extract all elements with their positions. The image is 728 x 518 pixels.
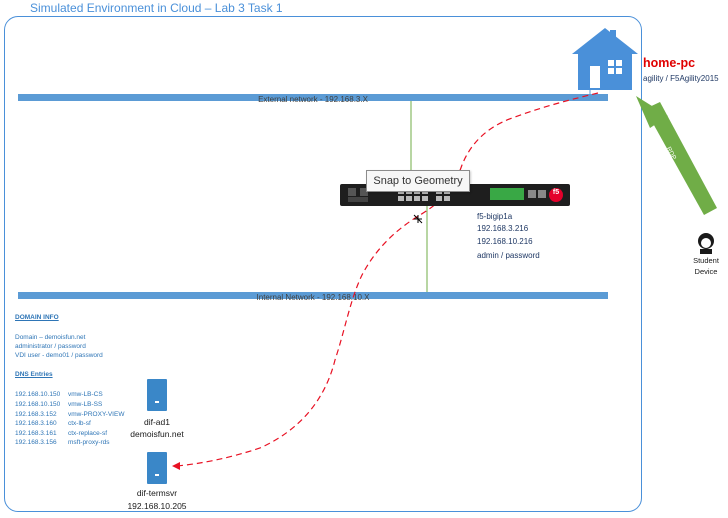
dns-entry-name: vmw-LB-SS: [68, 401, 103, 408]
f5-logo-text: f5: [552, 189, 560, 196]
ad-server-name: dif-ad1: [144, 417, 170, 427]
rdp-path-dashed: [175, 92, 599, 467]
term-server-ip: 192.168.10.205: [127, 501, 187, 511]
ad-server-domain: demoisfun.net: [130, 429, 184, 439]
rdp-arrow-head: [636, 96, 668, 128]
dns-entry-ip: 192.168.3.161: [15, 430, 57, 437]
home-pc-house-icon: [572, 28, 638, 90]
snap-to-geometry-tooltip: Snap to Geometry: [366, 170, 470, 192]
term-server-icon: [147, 452, 167, 484]
term-server-name: dif-termsvr: [136, 488, 178, 498]
dns-entry-ip: 192.168.3.152: [15, 411, 57, 418]
environment-frame: [4, 16, 642, 512]
bigip-ip-internal: 192.168.10.216: [477, 237, 533, 246]
external-network-label: External network - 192.168.3.X: [258, 95, 368, 104]
crosshair-cursor-icon: [413, 214, 423, 224]
dns-entry-ip: 192.168.10.150: [15, 391, 61, 398]
home-pc-name: home-pc: [643, 56, 696, 70]
dns-entry-name: msft-proxy-rds: [68, 439, 110, 446]
domain-info-header: DOMAIN INFO: [15, 314, 59, 321]
internal-network-bar: [18, 292, 608, 299]
dns-entry-name: vmw-LB-CS: [68, 391, 103, 398]
rdp-path-arrowhead: [172, 462, 180, 470]
internal-network-label: Internal Network - 192.168.10.X: [256, 293, 370, 302]
ad-server-icon: [147, 379, 167, 411]
bigip-name: f5-bigip1a: [477, 212, 513, 221]
dns-entry-name: ctx-replace-sf: [68, 430, 108, 437]
domain-info-line: VDI user - demo01 / password: [15, 352, 103, 359]
dns-entry-ip: 192.168.10.150: [15, 401, 61, 408]
diagram-title: Simulated Environment in Cloud – Lab 3 T…: [30, 1, 283, 15]
dns-entry-name: ctx-lb-sf: [68, 420, 91, 427]
dns-entry-name: vmw-PROXY-VIEW: [68, 411, 125, 418]
bigip-credentials: admin / password: [477, 251, 540, 260]
dns-entries-header: DNS Entries: [15, 371, 53, 378]
dns-entry-ip: 192.168.3.160: [15, 420, 57, 427]
domain-info-line: administrator / password: [15, 343, 86, 350]
home-pc-credentials: agility / F5Agility2015: [643, 74, 719, 83]
student-label-line2: Device: [694, 267, 718, 276]
bigip-ip-external: 192.168.3.216: [477, 224, 529, 233]
dns-entry-ip: 192.168.3.156: [15, 439, 57, 446]
student-avatar-icon: [698, 233, 714, 254]
student-label-line1: Student: [693, 256, 719, 265]
domain-info-line: Domain – demoisfun.net: [15, 334, 86, 341]
external-network-bar: [18, 94, 608, 101]
rdp-arrow-shaft: [645, 102, 717, 215]
